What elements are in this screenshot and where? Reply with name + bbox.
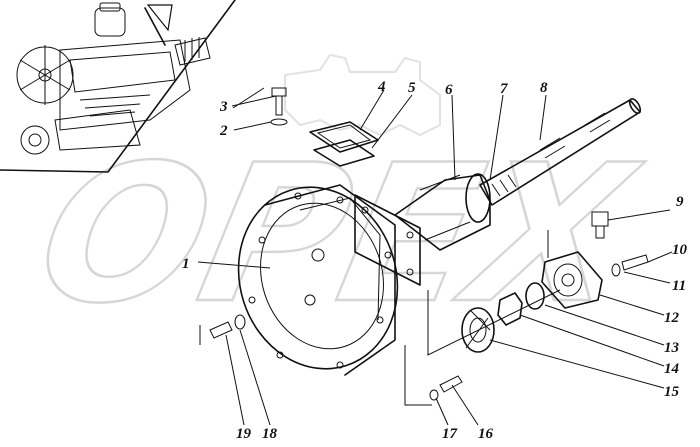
nut-14	[497, 292, 523, 326]
callout-3: 3	[219, 99, 228, 115]
callout-11: 11	[672, 278, 686, 294]
callout-13: 13	[664, 340, 680, 356]
callout-5: 5	[408, 80, 416, 96]
bolt-19	[209, 314, 246, 339]
bell-housing	[237, 184, 399, 376]
callout-8: 8	[540, 80, 548, 96]
callout-10: 10	[672, 242, 688, 258]
bolt-10	[611, 254, 649, 277]
callout-17: 17	[442, 426, 458, 442]
engine-inset	[0, 0, 236, 173]
callout-15: 15	[664, 384, 680, 400]
leader-lines	[197, 87, 673, 426]
gear-silhouette	[284, 53, 441, 137]
callout-12: 12	[664, 310, 680, 326]
watermark-text: OPEX	[22, 125, 654, 346]
bearing-housing	[354, 173, 491, 286]
callout-14: 14	[664, 361, 680, 377]
callout-18: 18	[262, 426, 278, 442]
bearing-cap-12	[541, 251, 603, 309]
bolt-16	[429, 375, 463, 401]
shaft	[479, 97, 642, 206]
callout-7: 7	[500, 81, 508, 97]
callout-1: 1	[182, 256, 190, 272]
callout-4: 4	[377, 79, 386, 95]
bracket-lines	[199, 230, 561, 406]
callout-19: 19	[236, 426, 252, 442]
callout-2: 2	[219, 123, 228, 139]
callout-9: 9	[676, 194, 684, 210]
callouts: 1 2 3 4 5 6 7 8 9 10 11 12 13 14 15 16 1…	[182, 79, 688, 442]
seal-13	[525, 282, 545, 310]
callout-16: 16	[478, 426, 494, 442]
breather-9	[591, 211, 609, 239]
callout-6: 6	[445, 82, 453, 98]
